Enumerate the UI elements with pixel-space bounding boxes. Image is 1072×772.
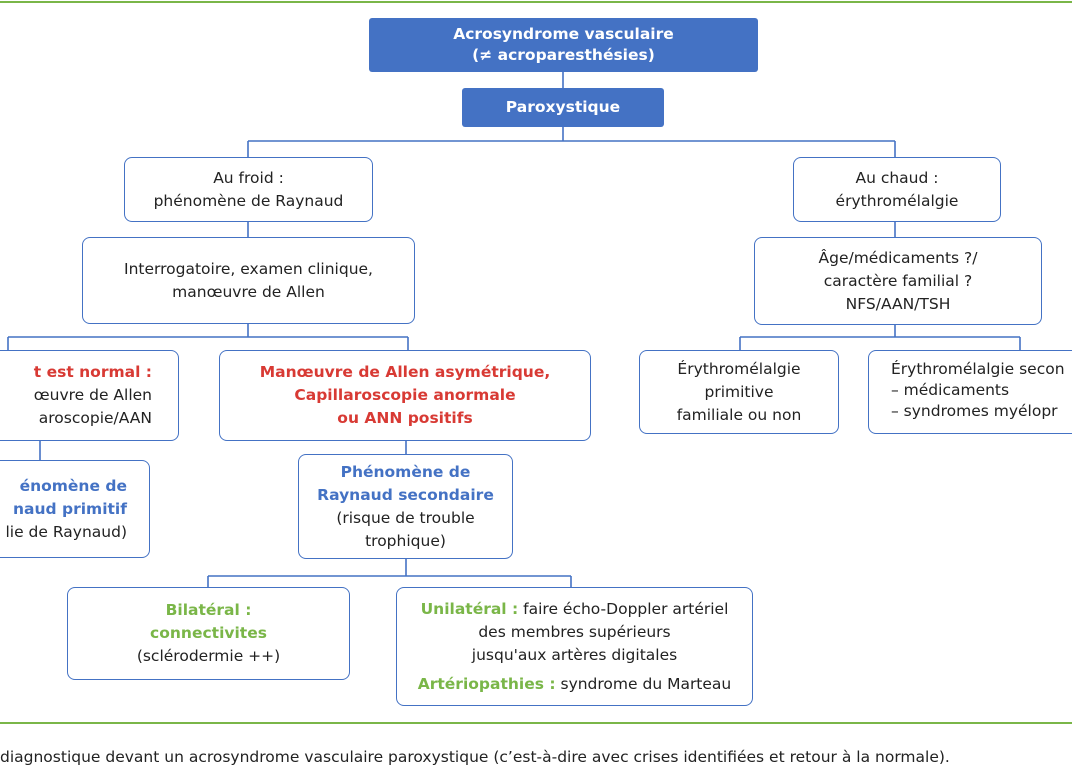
- node-froid: Au froid : phénomène de Raynaud: [124, 157, 373, 222]
- node-raynaud-secondaire-line4: trophique): [365, 531, 446, 550]
- node-unilateral-line4: Artériopathies : syndrome du Marteau: [418, 673, 732, 696]
- node-age: Âge/médicaments ?/ caractère familial ? …: [754, 237, 1042, 325]
- node-bilateral-line2: connectivites: [150, 624, 267, 642]
- node-arteriopathies-text: syndrome du Marteau: [555, 674, 732, 693]
- node-bilateral-line3: (sclérodermie ++): [136, 647, 281, 665]
- node-raynaud-secondaire-line2: Raynaud secondaire: [317, 485, 494, 504]
- node-normal-line3: aroscopie/AAN: [38, 409, 152, 427]
- node-asymetrique-line1: Manœuvre de Allen asymétrique,: [259, 363, 551, 381]
- node-chaud: Au chaud : érythromélalgie: [793, 157, 1001, 222]
- node-asymetrique-line2: Capillaroscopie anormale: [294, 386, 516, 404]
- node-raynaud-primitif-line3: lie de Raynaud): [5, 522, 127, 541]
- node-bilateral-line1: Bilatéral :: [165, 601, 252, 619]
- node-normal-line2: œuvre de Allen: [33, 386, 152, 404]
- figure-caption: diagnostique devant un acrosyndrome vasc…: [0, 748, 950, 766]
- node-age-line2: caractère familial ?: [823, 271, 973, 290]
- node-erythro-secondaire: Érythromélalgie secon – médicaments – sy…: [868, 350, 1072, 434]
- top-rule: [0, 1, 1072, 3]
- node-raynaud-secondaire-line3: (risque de trouble: [336, 508, 475, 527]
- node-unilateral-line3: jusqu'aux artères digitales: [471, 645, 678, 664]
- node-erythro-primitive: Érythromélalgie primitive familiale ou n…: [639, 350, 839, 434]
- node-age-line3: NFS/AAN/TSH: [845, 294, 951, 313]
- node-erythro-primitive-line1: Érythromélalgie: [677, 359, 801, 378]
- node-raynaud-secondaire-line1: Phénomène de: [340, 462, 471, 481]
- node-asymetrique: Manœuvre de Allen asymétrique, Capillaro…: [219, 350, 591, 441]
- node-erythro-primitive-line2: primitive: [704, 382, 774, 401]
- node-chaud-line2: érythromélalgie: [835, 191, 959, 210]
- node-acrosyndrome: Acrosyndrome vasculaire (≠ acroparesthés…: [369, 18, 758, 72]
- node-unilateral-text1: faire écho-Doppler artériel: [518, 599, 729, 618]
- node-erythro-primitive-line3: familiale ou non: [676, 405, 802, 424]
- node-interrogatoire-line2: manœuvre de Allen: [172, 282, 325, 301]
- node-acrosyndrome-line2: (≠ acroparesthésies): [472, 46, 655, 64]
- node-arteriopathies-label: Artériopathies :: [417, 674, 556, 693]
- node-asymetrique-line3: ou ANN positifs: [337, 409, 473, 427]
- node-bilateral: Bilatéral : connectivites (sclérodermie …: [67, 587, 350, 680]
- node-raynaud-secondaire: Phénomène de Raynaud secondaire (risque …: [298, 454, 513, 559]
- node-normal: t est normal : œuvre de Allen aroscopie/…: [0, 350, 179, 441]
- node-interrogatoire-line1: Interrogatoire, examen clinique,: [124, 259, 373, 278]
- node-erythro-secondaire-line3: – syndromes myélopr: [891, 402, 1058, 420]
- node-unilateral-line1: Unilatéral : faire écho-Doppler artériel: [421, 598, 729, 621]
- bottom-rule: [0, 722, 1072, 724]
- node-unilateral-line2: des membres supérieurs: [478, 622, 671, 641]
- node-unilateral-label: Unilatéral :: [420, 599, 519, 618]
- node-raynaud-primitif: énomène de naud primitif lie de Raynaud): [0, 460, 150, 558]
- node-interrogatoire: Interrogatoire, examen clinique, manœuvr…: [82, 237, 415, 324]
- node-unilateral: Unilatéral : faire écho-Doppler artériel…: [396, 587, 753, 706]
- node-age-line1: Âge/médicaments ?/: [818, 248, 978, 267]
- node-normal-line1: t est normal :: [33, 363, 152, 381]
- node-erythro-secondaire-line2: – médicaments: [891, 381, 1010, 399]
- node-froid-line2: phénomène de Raynaud: [153, 191, 344, 210]
- node-raynaud-primitif-line1: énomène de: [19, 476, 127, 495]
- node-paroxystique-label: Paroxystique: [505, 98, 621, 116]
- node-raynaud-primitif-line2: naud primitif: [12, 499, 127, 518]
- node-chaud-line1: Au chaud :: [855, 168, 939, 187]
- node-acrosyndrome-line1: Acrosyndrome vasculaire: [453, 25, 674, 43]
- node-froid-line1: Au froid :: [213, 168, 284, 187]
- node-paroxystique: Paroxystique: [462, 88, 664, 127]
- node-erythro-secondaire-line1: Érythromélalgie secon: [891, 360, 1065, 378]
